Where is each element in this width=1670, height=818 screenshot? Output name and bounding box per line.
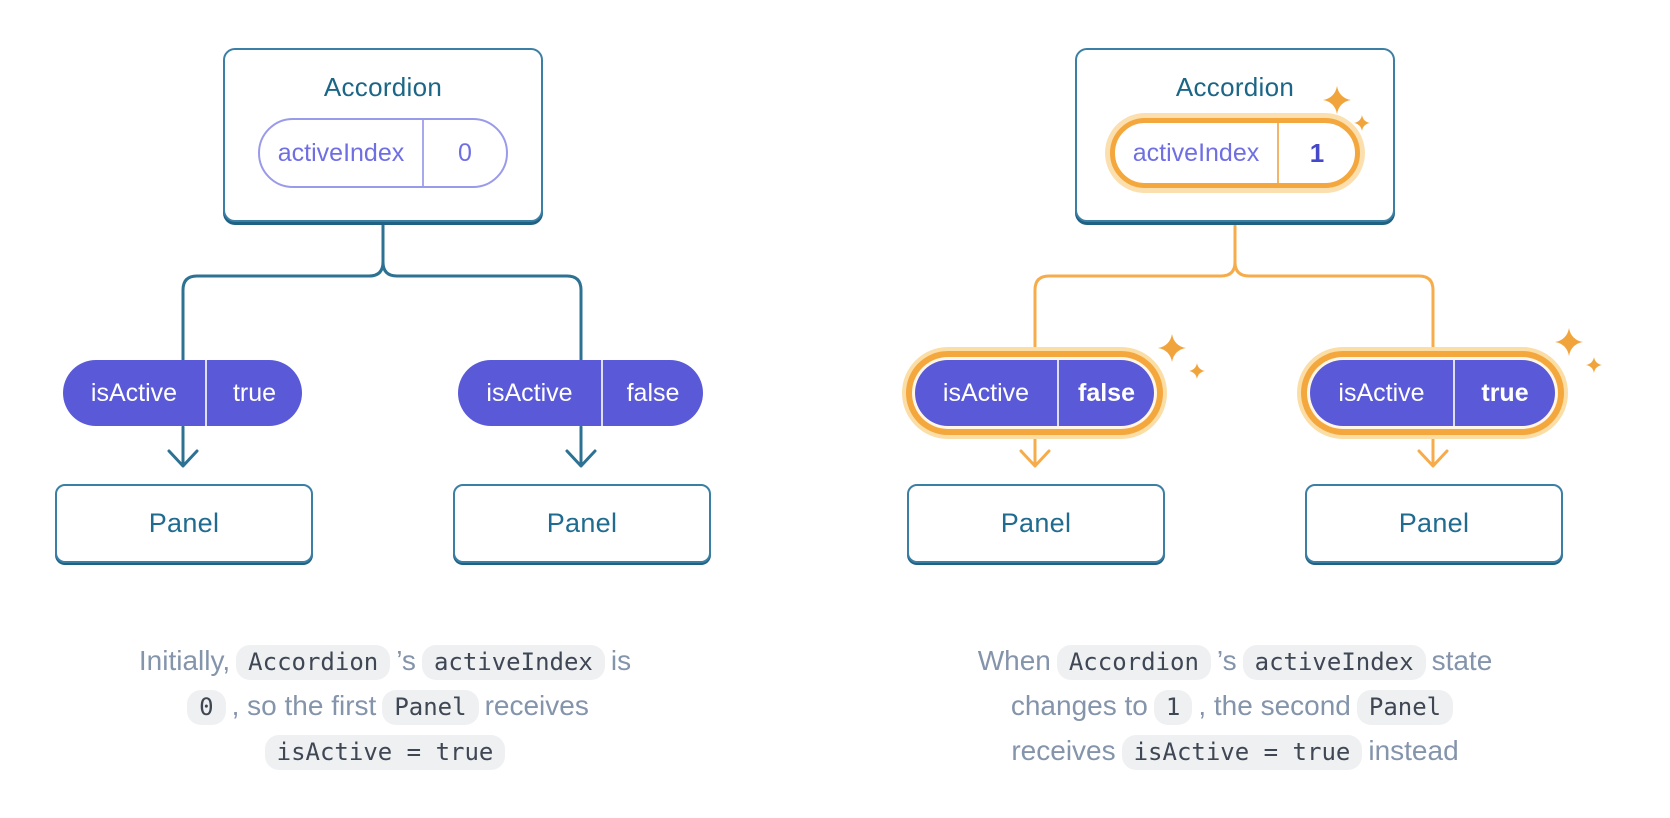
prop-pill-divider [601,360,603,426]
sparkle-icon [1555,328,1602,373]
accordion-box: Accordion activeIndex 1 [1075,48,1395,222]
prop-pill-name: isActive [1338,378,1425,407]
prop-pill-divider [205,360,207,426]
sparkle-icon [1158,334,1205,379]
panel-label: Panel [546,508,618,538]
caption-text: receives [1011,735,1116,766]
panel-box: Panel [907,484,1165,563]
arrowhead-icon [1019,449,1051,468]
prop-pill-value: false [1078,378,1135,407]
caption-text: , the second [1198,690,1351,721]
prop-pill-name: isActive [90,378,178,407]
arrowhead-icon [167,449,199,468]
prop-pill-value: true [1481,378,1529,407]
panel-box: Panel [453,484,711,563]
panel-label: Panel [148,508,220,538]
connector-lines [167,220,597,468]
code-chip: Panel [1356,690,1454,725]
panel-label: Panel [1000,508,1072,538]
panel-box: Panel [1305,484,1563,563]
panel-label: Panel [1398,508,1470,538]
caption-text: , so the first [231,690,377,721]
state-pill-value: 1 [1309,137,1325,168]
code-chip: Accordion [236,645,391,680]
caption-line: isActive = true [35,728,735,773]
arrowhead-icon [565,449,597,468]
code-chip: Accordion [1056,645,1211,680]
panel-box: Panel [55,484,313,563]
caption-text: ’s [1216,645,1237,676]
code-chip: activeIndex [1242,645,1426,680]
code-chip: isActive = true [1121,735,1363,770]
prop-pill-highlighted: isActive true [1310,360,1555,426]
state-pill-divider [422,120,424,186]
prop-pill-divider [1057,360,1059,426]
code-chip: 1 [1153,690,1193,725]
caption-text: instead [1368,735,1459,766]
code-chip: 0 [187,690,226,725]
caption-text: When [977,645,1051,676]
accordion-box: Accordion activeIndex 0 [223,48,543,222]
accordion-title: Accordion [1175,72,1295,102]
code-chip: Panel [382,690,479,725]
state-pill-value: 0 [458,138,472,167]
prop-pill-value: false [626,378,680,407]
prop-pill-name: isActive [486,378,573,407]
state-pill: activeIndex 0 [258,118,508,188]
sparkle-icon [1323,86,1370,131]
code-chip: isActive = true [264,735,506,770]
caption-text: is [610,645,632,676]
caption-text: changes to [1010,690,1148,721]
prop-pill: isActive false [458,360,703,426]
prop-pill-value: true [232,378,277,407]
tree-updated: Accordion activeIndex 1 isActive false [907,48,1602,563]
state-pill-name: activeIndex [277,138,405,167]
diagram-updated: Accordion activeIndex 1 isActive false [835,0,1670,818]
caption-text: receives [484,690,589,721]
prop-pill-highlighted: isActive false [915,360,1154,426]
caption-text: ’s [396,645,416,676]
connector-lines [1019,220,1449,468]
accordion-title: Accordion [323,72,443,102]
caption-text: state [1431,645,1493,676]
state-pill-highlighted: activeIndex 1 [1110,118,1360,188]
arrowhead-icon [1417,449,1449,468]
state-pill-name: activeIndex [1132,138,1260,167]
caption-text: Initially, [138,645,231,676]
state-pill-divider [1277,123,1279,183]
code-chip: activeIndex [421,645,605,680]
prop-pill-name: isActive [942,378,1030,407]
prop-pill: isActive true [63,360,302,426]
prop-pill-divider [1453,360,1455,426]
diagram-initial: Accordion activeIndex 0 isActive true is… [35,48,735,773]
tree-initial: Accordion activeIndex 0 isActive true is… [55,48,715,563]
